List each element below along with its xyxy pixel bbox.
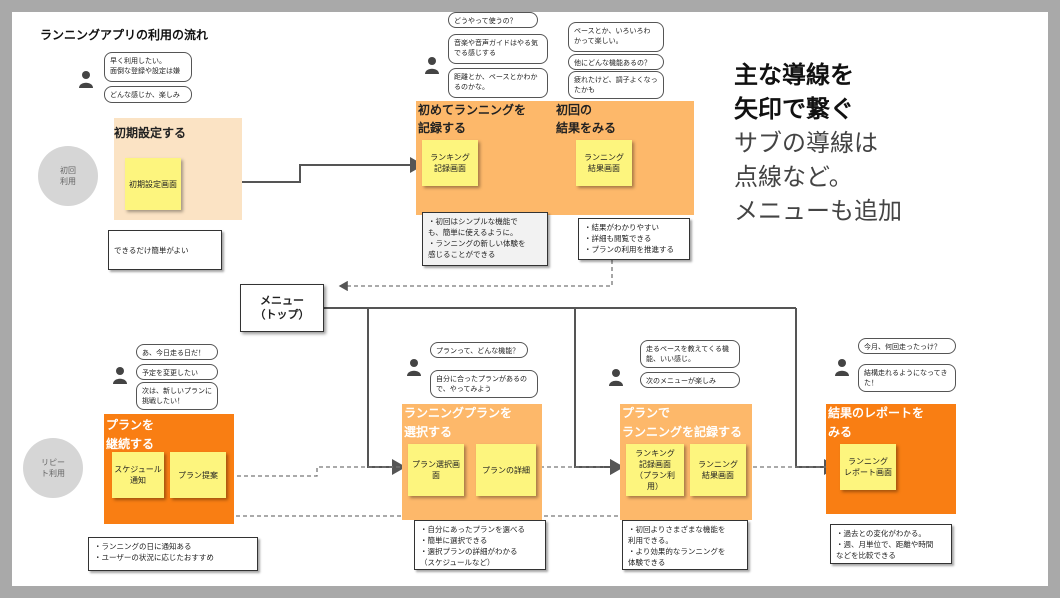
- sticky-running-result-screen[interactable]: ランニング 結果画面: [576, 140, 632, 186]
- headline: 主な導線を 矢印で繋ぐ サブの導線は 点線など。 メニューも追加: [734, 58, 902, 228]
- dashed-continue-to-choose: [237, 466, 404, 477]
- section-record-plan-label: プランで ランニングを記録する: [622, 406, 743, 439]
- bubble-report-1: 今月、何回走ったっけ？: [858, 338, 956, 354]
- sticky-running-report-screen[interactable]: ランニング レポート画面: [840, 444, 896, 490]
- bubble-initial-1: 早く利用したい。 面倒な登録や設定は嫌: [104, 52, 192, 82]
- section-continue-label: プランを 継続する: [106, 418, 155, 451]
- note-continue-plan: ・ランニングの日に通知ある ・ユーザーの状況に応じたおすすめ: [88, 537, 258, 571]
- section-initial-label: 初期設定する: [114, 126, 187, 140]
- bubble-choose-1: プランって、どんな機能？: [430, 342, 528, 358]
- bubble-record-plan-2: 次のメニューが楽しみ: [640, 372, 740, 388]
- section-report-label: 結果のレポートを みる: [828, 406, 925, 439]
- user-icon: [79, 71, 93, 88]
- note-initial: できるだけ簡単がよい: [108, 230, 222, 270]
- note-choose-plan: ・自分にあったプランを選べる ・簡単に選択できる ・選択プランの詳細がわかる （…: [414, 520, 546, 570]
- headline-line2: 矢印で繋ぐ: [734, 95, 854, 123]
- bubble-first-record-3: 距離とか、ペースとかわか るのかな。: [448, 68, 548, 98]
- user-icon: [835, 359, 849, 376]
- bubble-continue-1: あ、今日走る日だ！: [136, 344, 218, 360]
- headline-line4: 点線など。: [734, 163, 853, 191]
- sticky-initial-setup-screen[interactable]: 初期設定画面: [125, 158, 181, 210]
- sticky-plan-suggestion[interactable]: プラン提案: [170, 452, 226, 498]
- headline-line5: メニューも追加: [734, 197, 902, 225]
- bubble-initial-2: どんな感じか、楽しみ: [104, 86, 192, 103]
- note-record-plan: ・初回よりさまざまな機能を 利用できる。 ・より効果的なランニングを 体験できる: [622, 520, 748, 570]
- sticky-ranking-record-plan-screen[interactable]: ランキング 記録画面 （プラン利 用）: [626, 444, 684, 496]
- row-repeat-use: リピー ト利用: [23, 438, 83, 498]
- bubble-first-result-2: 他にどんな機能あるの？: [568, 54, 664, 70]
- bubble-report-2: 結構走れるようになってき た！: [858, 364, 956, 392]
- user-icon: [425, 57, 439, 74]
- bubble-first-record-1: どうやって使うの？: [448, 12, 538, 28]
- note-first-result: ・結果がわかりやすい ・詳細も閲覧できる ・プランの利用を推進する: [578, 218, 690, 260]
- note-report: ・過去との変化がわかる。 ・週、月単位で、距離や時間 などを比較できる: [830, 524, 952, 564]
- bubble-record-plan-1: 走るペースを教えてくる機 能、いい感じ。: [640, 340, 740, 368]
- headline-line3: サブの導線は: [734, 129, 878, 157]
- bubble-continue-3: 次は、新しいプランに 挑戦したい！: [136, 382, 218, 410]
- user-icon: [609, 369, 623, 386]
- page-title: ランニングアプリの利用の流れ: [40, 28, 209, 42]
- bubble-first-result-3: 疲れたけど、調子よくなっ たかも: [568, 71, 664, 99]
- headline-line1: 主な導線を: [734, 61, 854, 89]
- note-first-record: ・初回はシンプルな機能で も、簡単に使えるように。 ・ランニングの新しい体験を …: [422, 212, 548, 266]
- sticky-plan-details[interactable]: プランの詳細: [476, 444, 536, 496]
- arrow-menu-to-choose: [367, 308, 406, 475]
- user-icon: [407, 359, 421, 376]
- row-first-use: 初回 利用: [38, 146, 98, 206]
- slide-canvas: ランニングアプリの利用の流れ 主な導線を 矢印で繋ぐ サブの導線は 点線など。 …: [12, 12, 1048, 586]
- sticky-running-result-screen-2[interactable]: ランニング 結果画面: [690, 444, 746, 496]
- section-choose-label: ランニングプランを 選択する: [404, 406, 513, 439]
- sticky-ranking-record-screen[interactable]: ランキング 記録画面: [422, 140, 478, 186]
- menu-top-button[interactable]: メニュー （トップ）: [240, 284, 324, 332]
- user-icon: [113, 367, 127, 384]
- bubble-continue-2: 予定を変更したい: [136, 364, 218, 380]
- bubble-first-result-1: ペースとか、いろいろわ かって楽しい。: [568, 22, 664, 52]
- arrow-menu-to-record: [574, 308, 624, 475]
- section-first-result-label: 初回の 結果をみる: [556, 103, 617, 135]
- sticky-schedule-notification[interactable]: スケジュール 通知: [112, 452, 164, 498]
- arrow-initial-to-first-record: [184, 157, 424, 183]
- bubble-first-record-2: 音楽や音声ガイドはやる気 でる感じする: [448, 34, 548, 64]
- section-first-record-label: 初めてランニングを 記録する: [418, 103, 527, 135]
- bubble-choose-2: 自分に合ったプランがあるの で、やってみよう: [430, 370, 538, 398]
- sticky-plan-selection-screen[interactable]: プラン選択画 面: [408, 444, 464, 496]
